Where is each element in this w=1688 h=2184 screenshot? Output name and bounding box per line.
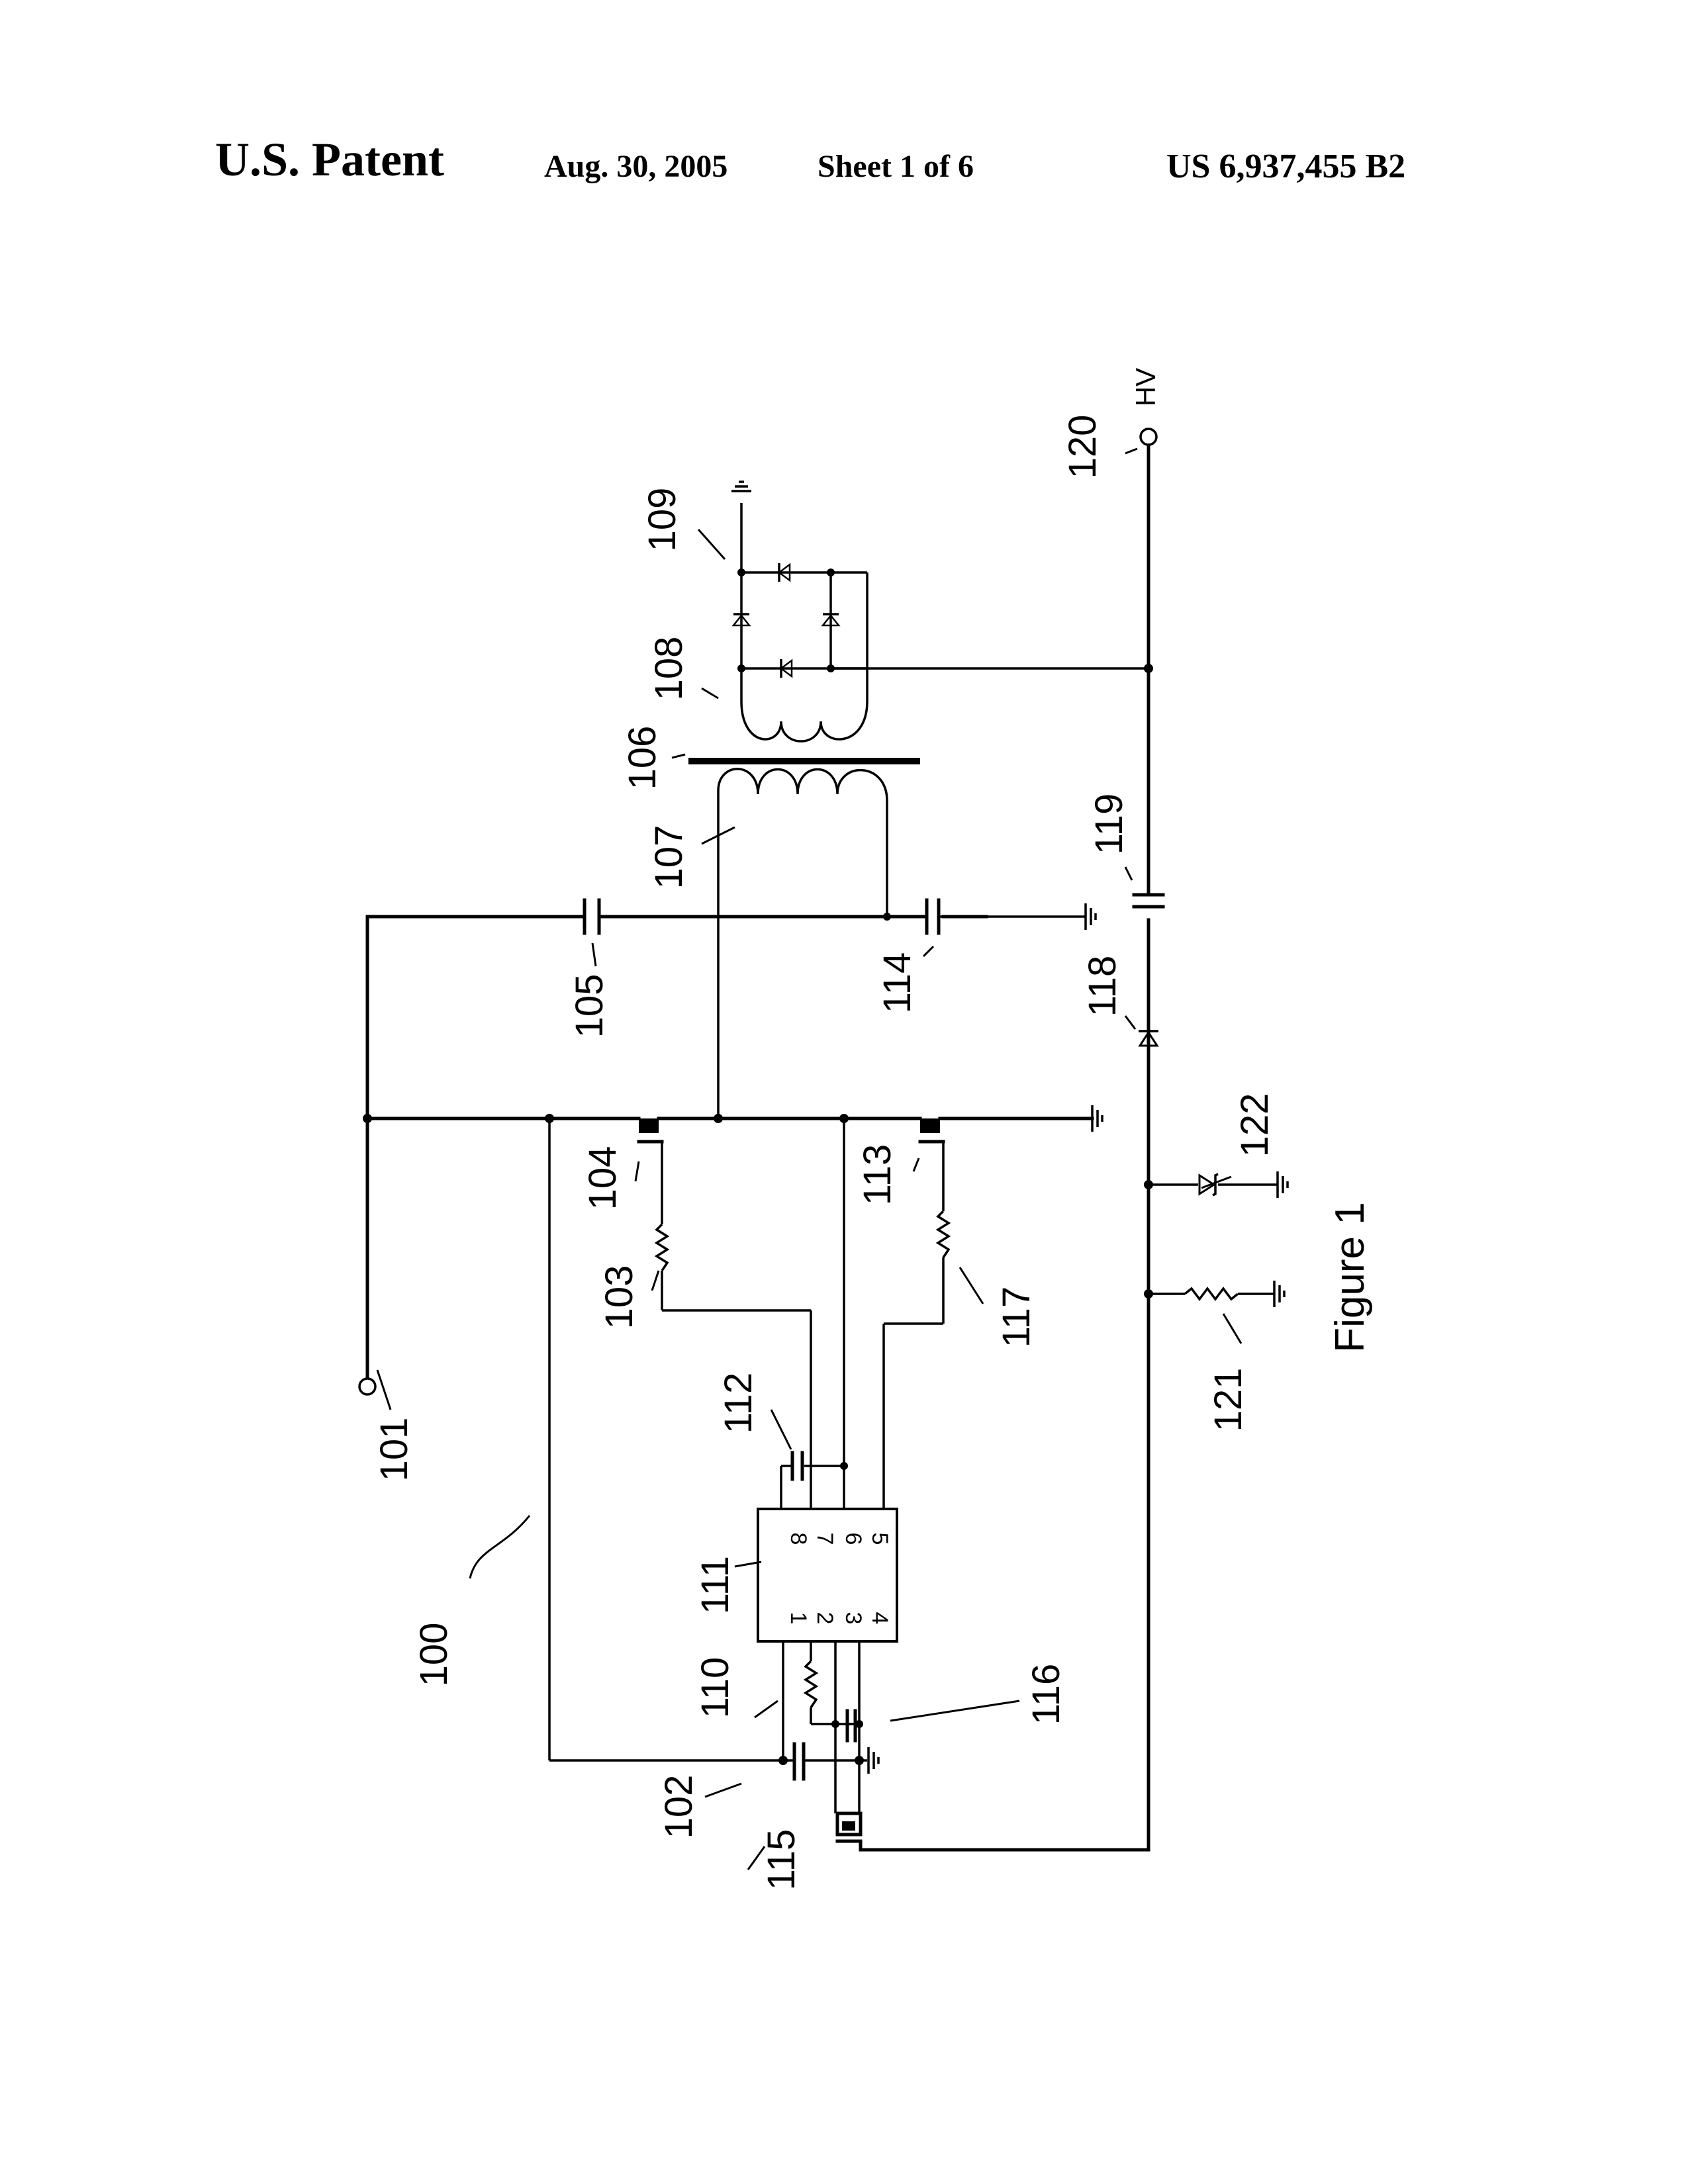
transistor-115 bbox=[835, 1811, 863, 1843]
junction-dots bbox=[363, 664, 1153, 1765]
capacitor-102 bbox=[792, 1742, 806, 1781]
input-terminal-101 bbox=[358, 1377, 377, 1396]
resistor-117 bbox=[935, 1210, 951, 1258]
ic-111 bbox=[757, 1508, 898, 1643]
ground-icon bbox=[1084, 903, 1097, 930]
resistor-110 bbox=[803, 1660, 819, 1708]
label-109: 109 bbox=[641, 488, 684, 552]
label-102: 102 bbox=[657, 1775, 700, 1839]
secondary-winding-108 bbox=[740, 701, 868, 743]
junction bbox=[545, 1114, 554, 1123]
ground-icon bbox=[867, 1747, 880, 1774]
junction bbox=[1144, 1289, 1153, 1298]
reference-labels: 109 108 106 107 120 HV 119 118 114 105 1… bbox=[373, 368, 1373, 1890]
label-122: 122 bbox=[1233, 1093, 1276, 1158]
label-101: 101 bbox=[373, 1418, 416, 1482]
label-106: 106 bbox=[621, 726, 664, 790]
patent-date: Aug. 30, 2005 bbox=[544, 149, 728, 184]
label-103: 103 bbox=[598, 1265, 641, 1330]
hv-output-terminal bbox=[1139, 428, 1158, 446]
label-111: 111 bbox=[694, 1556, 737, 1614]
resistor-103 bbox=[654, 1223, 670, 1271]
ic-pin-label: 2 bbox=[812, 1612, 837, 1625]
ic-pin-label: 1 bbox=[786, 1612, 811, 1625]
label-114: 114 bbox=[876, 952, 919, 1013]
label-108: 108 bbox=[647, 637, 690, 701]
ground-icon bbox=[731, 480, 751, 492]
ic-pin-label: 3 bbox=[841, 1612, 866, 1625]
label-115: 115 bbox=[760, 1829, 803, 1890]
ground-icon bbox=[1091, 1105, 1103, 1132]
ic-pin-label: 4 bbox=[867, 1612, 892, 1625]
rectifier-bridge-109 bbox=[731, 503, 868, 702]
ic-pin-label: 7 bbox=[812, 1533, 837, 1545]
label-118: 118 bbox=[1081, 956, 1124, 1017]
label-107: 107 bbox=[647, 825, 690, 889]
transformer-106 bbox=[688, 701, 920, 801]
patent-number: US 6,937,455 B2 bbox=[1166, 148, 1406, 185]
ground-icon bbox=[1276, 1171, 1289, 1198]
junction bbox=[714, 1114, 723, 1123]
leader-100 bbox=[469, 1515, 531, 1579]
junction bbox=[839, 1114, 849, 1123]
junction bbox=[1144, 664, 1153, 673]
junction bbox=[855, 1720, 863, 1728]
primary-winding-107 bbox=[717, 768, 888, 801]
resistor-121 bbox=[1184, 1287, 1239, 1301]
ground-icon bbox=[1273, 1281, 1286, 1307]
patent-header-title: U.S. Patent bbox=[215, 133, 444, 186]
label-104: 104 bbox=[581, 1146, 624, 1210]
label-119: 119 bbox=[1088, 794, 1131, 854]
label-105: 105 bbox=[568, 974, 611, 1038]
wiring bbox=[365, 438, 1278, 1852]
ic-pin-label: 8 bbox=[786, 1533, 811, 1545]
junction bbox=[883, 913, 891, 921]
zener-diode-122 bbox=[1198, 1173, 1219, 1197]
junction bbox=[1144, 1180, 1153, 1189]
transistor-104 bbox=[637, 1118, 664, 1144]
label-110: 110 bbox=[694, 1657, 737, 1718]
leader-lines bbox=[376, 447, 1243, 1870]
junction bbox=[831, 1720, 839, 1728]
label-112: 112 bbox=[717, 1373, 760, 1433]
junction bbox=[778, 1756, 788, 1765]
capacitor-116 bbox=[845, 1709, 857, 1743]
junction bbox=[855, 1756, 864, 1765]
capacitor-114 bbox=[925, 898, 941, 935]
capacitor-105 bbox=[583, 898, 601, 935]
ic-pin-label: 6 bbox=[841, 1533, 866, 1545]
ic-pin-labels-bottom: 1 2 3 4 bbox=[786, 1612, 892, 1625]
ic-pin-label: 5 bbox=[867, 1533, 892, 1545]
transistor-113 bbox=[918, 1118, 945, 1144]
label-113: 113 bbox=[856, 1144, 899, 1205]
junction bbox=[363, 1114, 372, 1123]
label-121: 121 bbox=[1207, 1368, 1250, 1432]
capacitor-119 bbox=[1132, 893, 1165, 909]
capacitor-112 bbox=[790, 1451, 804, 1481]
label-116: 116 bbox=[1025, 1664, 1068, 1725]
figure-caption: Figure 1 bbox=[1327, 1202, 1373, 1352]
sheet-number: Sheet 1 of 6 bbox=[818, 149, 974, 184]
junction bbox=[840, 1462, 848, 1470]
label-120: 120 bbox=[1061, 415, 1104, 479]
diode-118 bbox=[1138, 1030, 1159, 1047]
label-hv: HV bbox=[1130, 368, 1161, 406]
label-117: 117 bbox=[995, 1287, 1038, 1347]
label-100: 100 bbox=[412, 1623, 455, 1687]
ic-pin-labels-top: 8 7 6 5 bbox=[786, 1533, 892, 1545]
